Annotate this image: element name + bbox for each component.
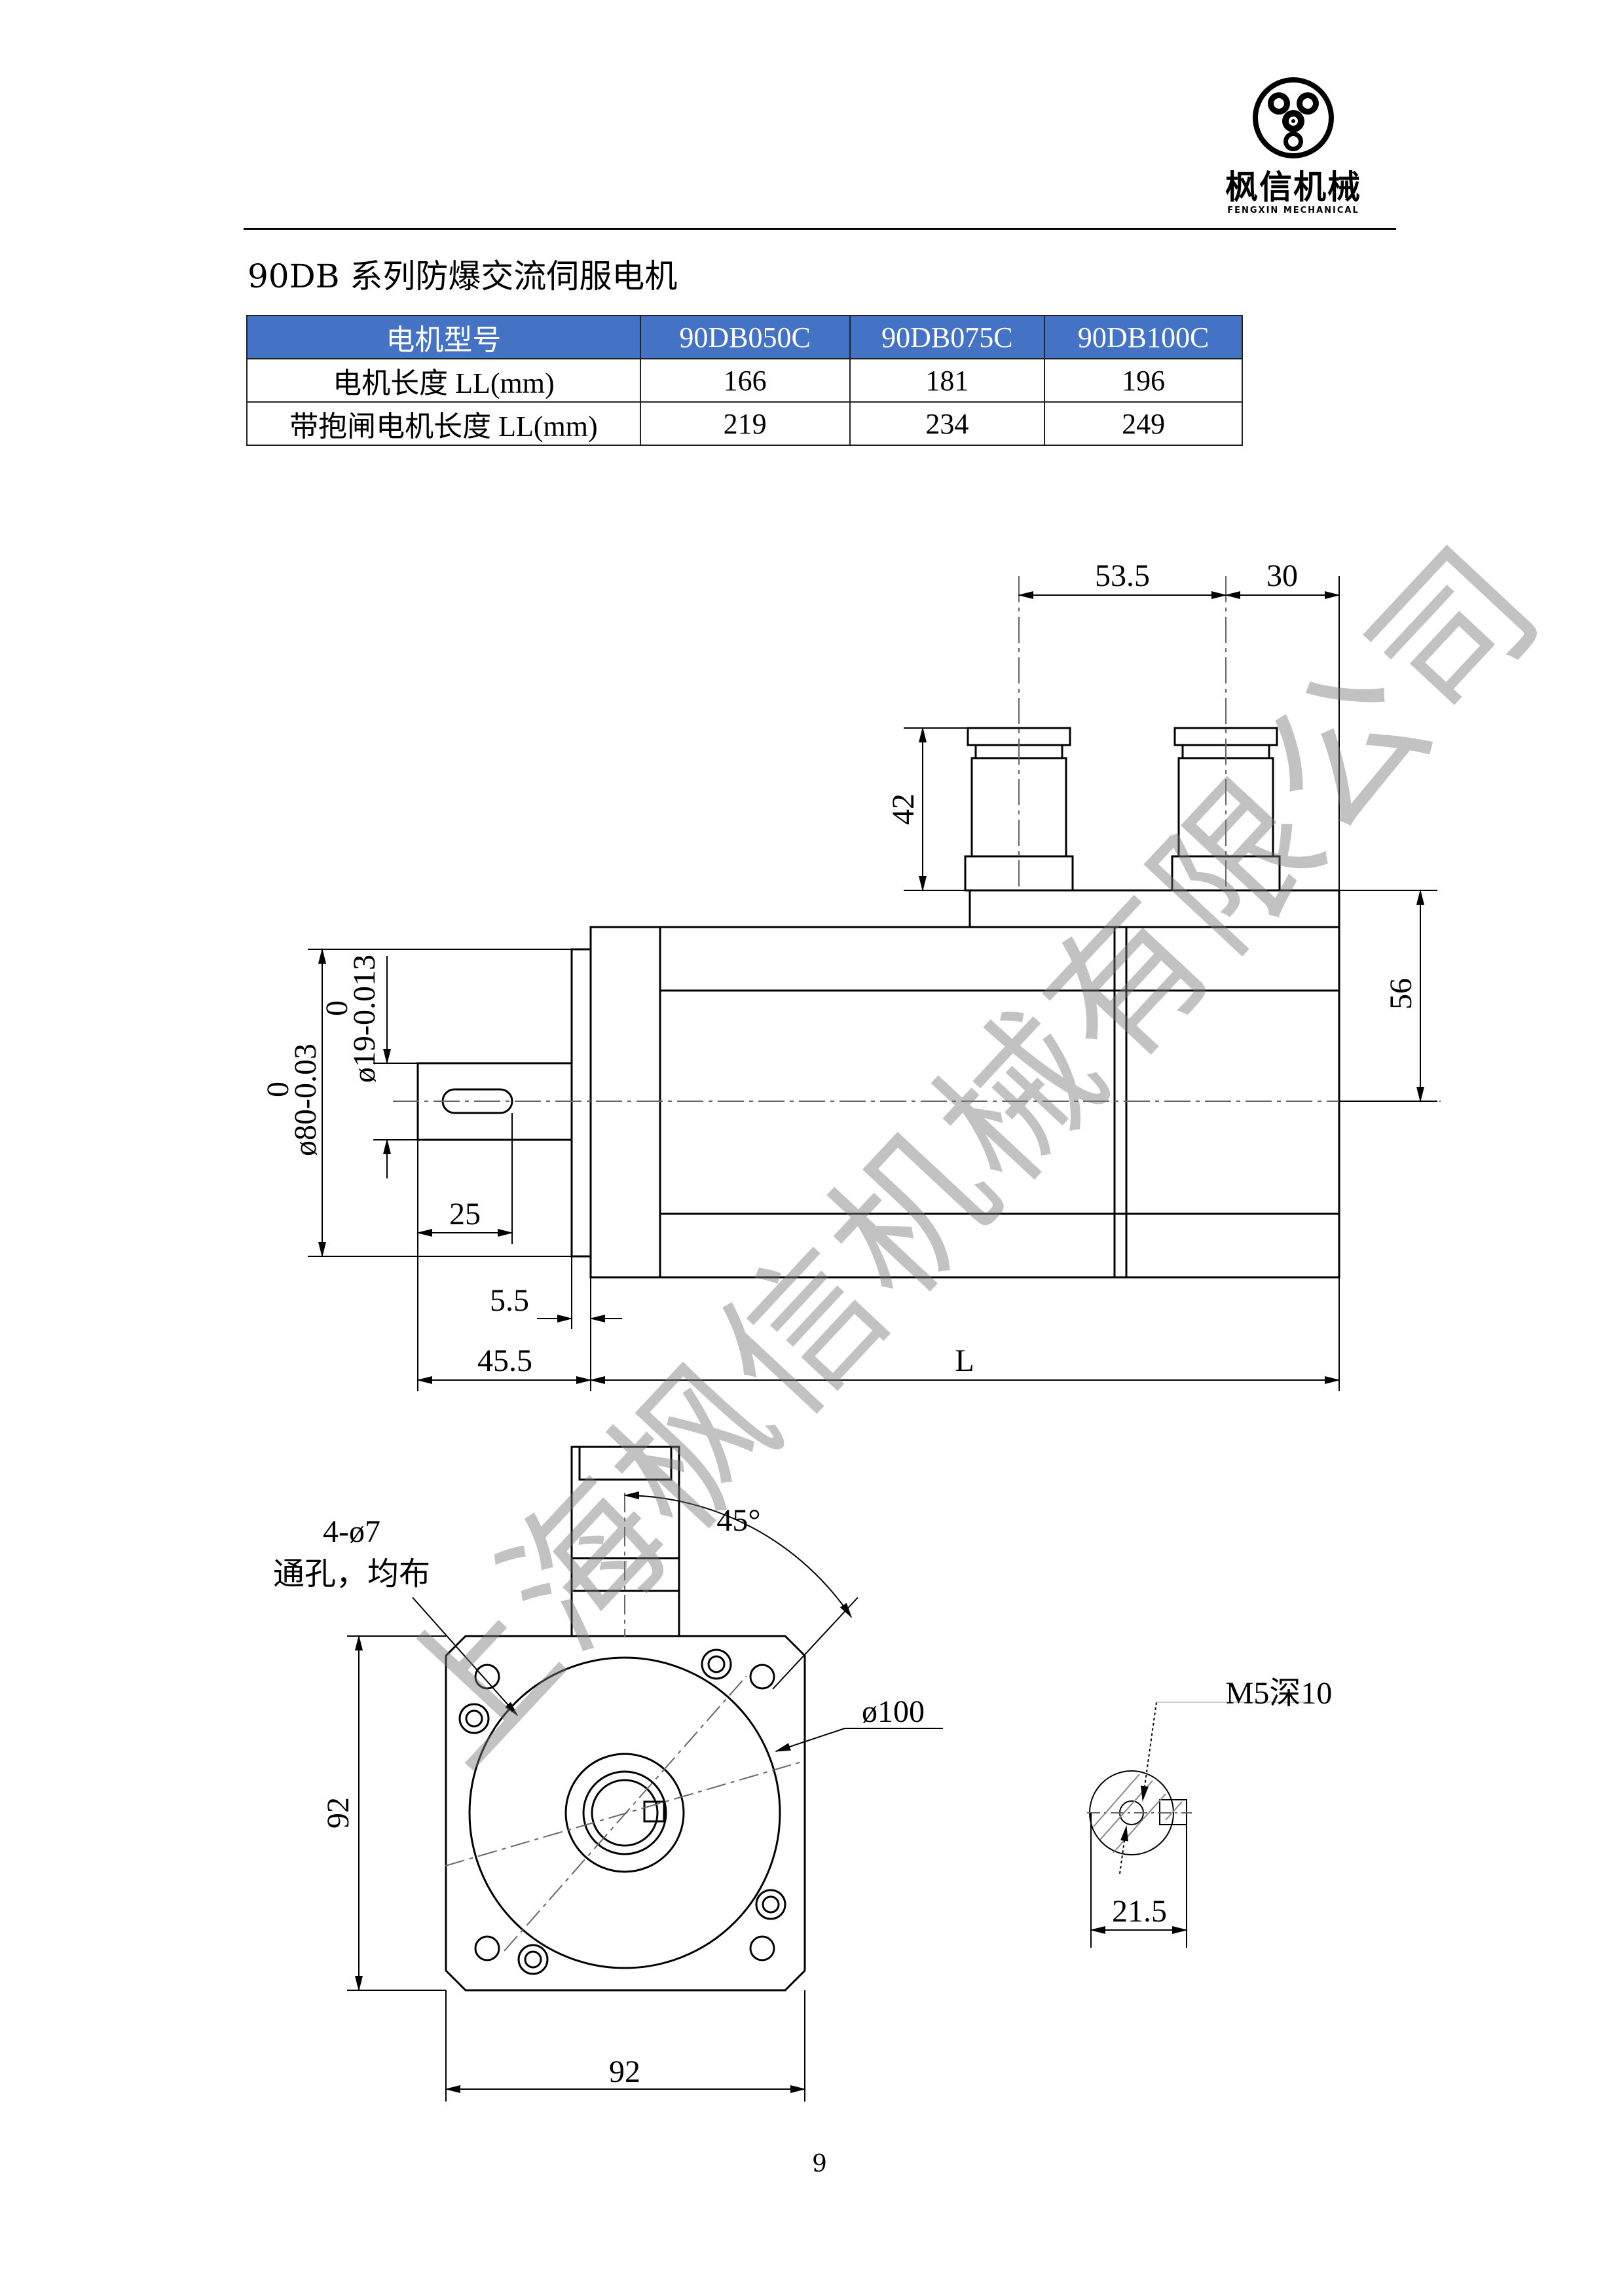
dim-92-vertical: 92 bbox=[321, 1797, 356, 1829]
company-logo: 枫信机械 FENGXIN MECHANICAL bbox=[1205, 72, 1382, 215]
row-label: 电机长度 LL(mm) bbox=[246, 358, 641, 403]
dim-80-upper-tol: 0 bbox=[261, 1082, 295, 1097]
header-cell: 90DB100C bbox=[1044, 315, 1243, 359]
dim-L: L bbox=[955, 1343, 974, 1378]
dim-25: 25 bbox=[449, 1197, 481, 1231]
front-dimensions bbox=[347, 1491, 943, 2102]
gear-logo-icon bbox=[1253, 77, 1334, 158]
header-divider bbox=[244, 228, 1396, 230]
dim-5-5: 5.5 bbox=[490, 1283, 529, 1318]
thread-label: M5深10 bbox=[1226, 1676, 1333, 1711]
dim-53-5: 53.5 bbox=[1095, 558, 1150, 593]
table-cell: 249 bbox=[1044, 401, 1243, 446]
dim-100: ø100 bbox=[862, 1694, 925, 1729]
header-cell: 电机型号 bbox=[246, 315, 641, 359]
dim-30: 30 bbox=[1266, 558, 1298, 593]
side-view bbox=[393, 576, 1441, 1279]
header-cell: 90DB075C bbox=[849, 315, 1046, 359]
table-row: 电机长度 LL(mm) 166 181 196 bbox=[246, 358, 1243, 403]
table-cell: 234 bbox=[849, 401, 1046, 446]
table-cell: 219 bbox=[639, 401, 851, 446]
header-cell: 90DB050C bbox=[639, 315, 851, 359]
table-cell: 181 bbox=[849, 358, 1046, 403]
side-dimensions bbox=[308, 591, 1437, 1391]
holes-label: 4-ø7 bbox=[323, 1514, 380, 1549]
page-title: 90DB 系列防爆交流伺服电机 bbox=[248, 257, 678, 295]
logo-text-cn: 枫信机械 bbox=[1225, 168, 1361, 206]
dim-19-upper-tol: 0 bbox=[320, 1000, 354, 1016]
dim-56: 56 bbox=[1384, 978, 1418, 1010]
row-label: 带抱闸电机长度 LL(mm) bbox=[246, 401, 641, 446]
dim-21-5: 21.5 bbox=[1112, 1894, 1167, 1929]
dim-45-5: 45.5 bbox=[477, 1343, 532, 1378]
dim-92-horizontal: 92 bbox=[609, 2054, 640, 2089]
table-header-row: 电机型号 90DB050C 90DB075C 90DB100C bbox=[246, 315, 1243, 359]
table-row: 带抱闸电机长度 LL(mm) 219 234 249 bbox=[246, 401, 1243, 446]
angle-45: 45° bbox=[716, 1503, 760, 1538]
dim-80: ø80-0.03 bbox=[288, 1044, 323, 1156]
logo-text-en: FENGXIN MECHANICAL bbox=[1227, 206, 1359, 215]
page-number: 9 bbox=[812, 2151, 827, 2178]
table-cell: 196 bbox=[1044, 358, 1243, 403]
table-cell: 166 bbox=[639, 358, 851, 403]
shaft-detail-view bbox=[1087, 1702, 1310, 1948]
holes-note: 通孔，均布 bbox=[273, 1557, 430, 1592]
dim-19: ø19-0.013 bbox=[347, 955, 382, 1083]
dim-42: 42 bbox=[886, 793, 921, 825]
spec-table: 电机型号 90DB050C 90DB075C 90DB100C 电机长度 LL(… bbox=[246, 315, 1243, 446]
